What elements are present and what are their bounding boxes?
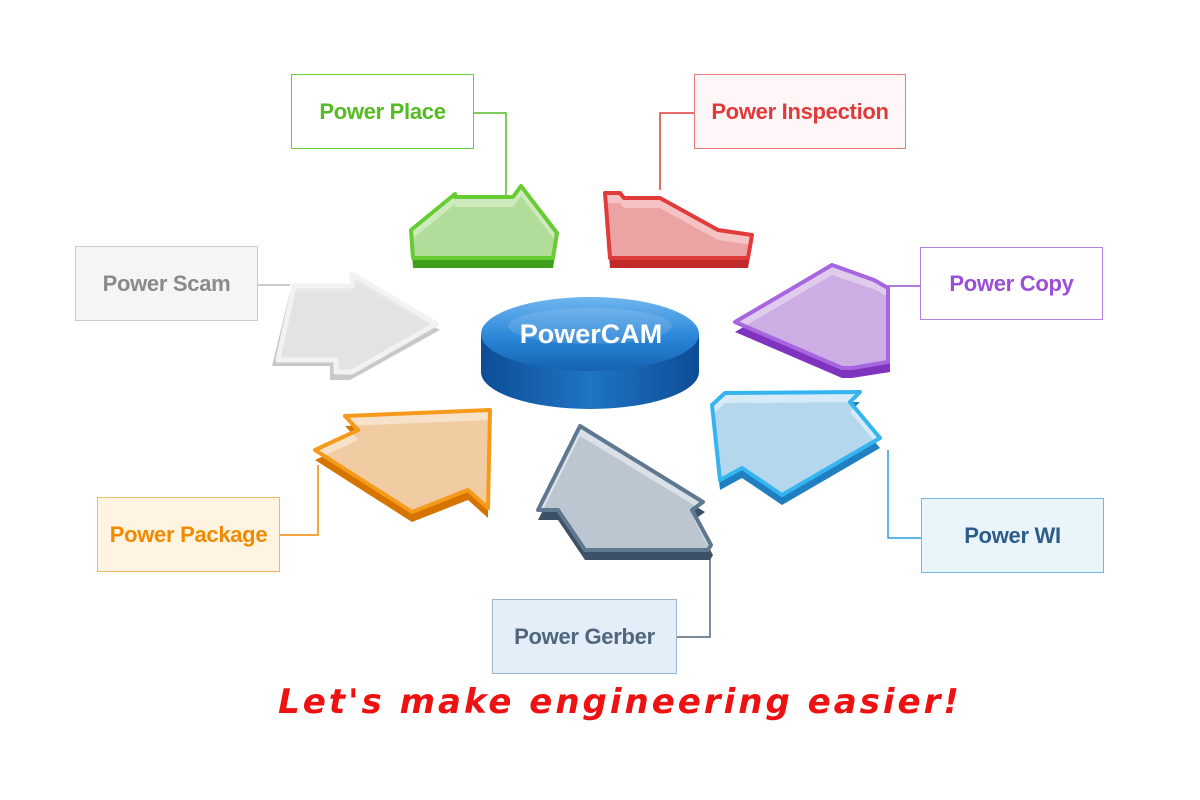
connector-power-inspection [660,113,694,190]
arrow-power-inspection [605,193,752,268]
arrow-power-place [411,186,557,268]
power-place-box[interactable]: Power Place [291,74,474,149]
arrow-power-gerber [538,426,713,560]
tagline: Let's make engineering easier! [0,682,1200,722]
power-package-box[interactable]: Power Package [97,497,280,572]
connector-power-wi [888,450,921,538]
power-inspection-box[interactable]: Power Inspection [694,74,906,149]
connector-power-gerber [677,555,710,637]
power-scam-box[interactable]: Power Scam [75,246,258,321]
arrow-power-package [315,410,490,522]
power-wi-box[interactable]: Power WI [921,498,1104,573]
arrow-power-wi [712,392,880,505]
power-copy-box[interactable]: Power Copy [920,247,1103,320]
arrow-power-copy [735,265,890,378]
powercam-label[interactable]: PowerCAM [481,312,701,356]
connector-power-package [280,465,318,535]
arrow-power-scam [272,274,440,380]
power-gerber-box[interactable]: Power Gerber [492,599,677,674]
connector-power-place [474,113,506,195]
